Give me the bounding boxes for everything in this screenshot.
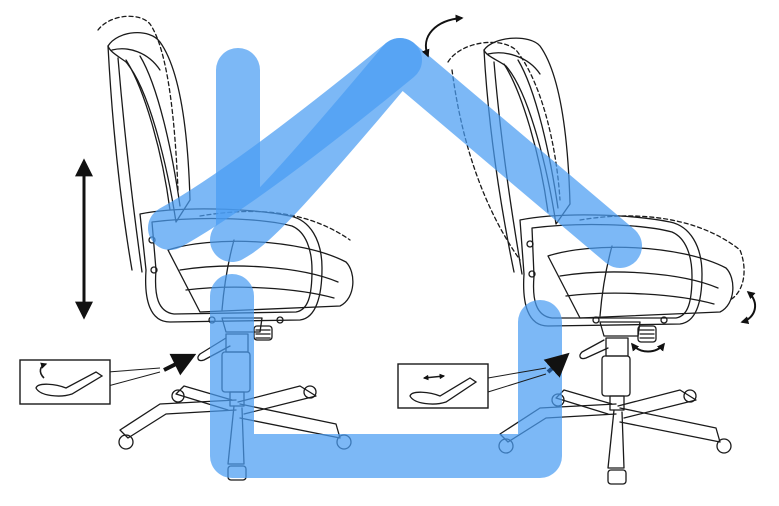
lever-lift-icon [35, 362, 104, 397]
left-chair-seat [167, 240, 354, 313]
right-chair-tilt-lever [579, 339, 609, 360]
right-chair-recline-outline [447, 41, 561, 201]
tension-knob-arrow-icon [630, 342, 666, 353]
tilt-arrow-icon [740, 290, 757, 325]
recline-arrow-icon [421, 14, 464, 58]
right-chair [447, 37, 745, 485]
lever-slide-icon [409, 373, 478, 405]
right-chair-seat [547, 246, 734, 319]
left-chair-height-lever [197, 337, 231, 362]
left-lever-callout [19, 353, 197, 405]
left-chair-raised-outline [97, 15, 179, 191]
right-lever-callout [397, 352, 570, 409]
